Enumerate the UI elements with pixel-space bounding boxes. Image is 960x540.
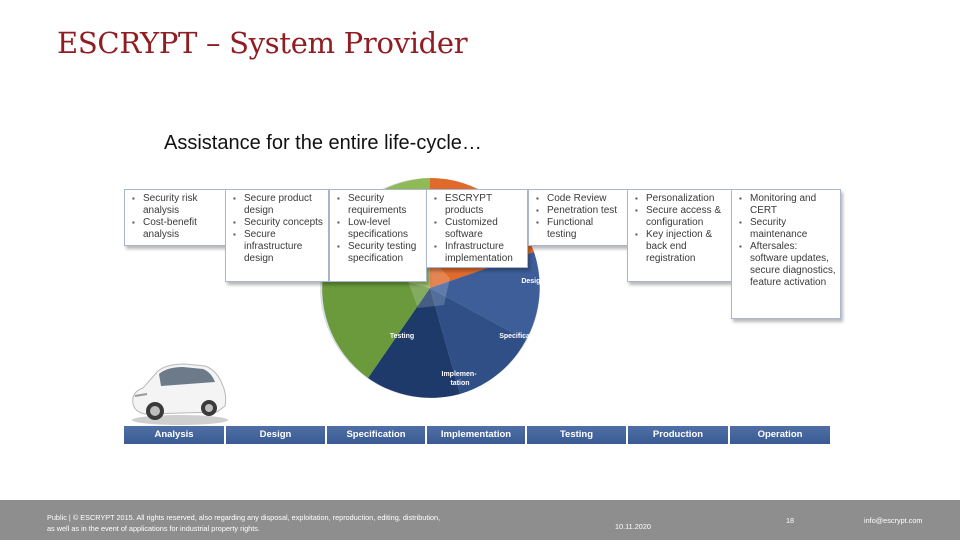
wheel-segment-specification [430, 288, 526, 394]
wheel-label-specification: Specification [499, 333, 543, 340]
wheel-label-testing: Testing [390, 333, 414, 340]
phase-design: Design [226, 426, 325, 444]
box-implementation: ESCRYPT products Customized software Inf… [426, 189, 528, 268]
list-item: Functional testing [534, 217, 623, 241]
list-item: Secure infrastructure design [231, 229, 324, 265]
wheel-segment-implementation [368, 288, 460, 398]
list-item: Security requirements [335, 193, 422, 217]
car-shadow [132, 415, 228, 425]
list-item: Secure access & configuration [633, 205, 727, 229]
wheel-label-implementation: Implemen- tation [442, 371, 479, 387]
phase-implementation: Implementation [427, 426, 525, 444]
list-item: Cost-benefit analysis [130, 217, 221, 241]
list-item: Penetration test [534, 205, 623, 217]
list-item: Aftersales: software updates, secure dia… [737, 241, 836, 289]
list-item: Secure product design [231, 193, 324, 217]
wheel-segment-testing [322, 260, 430, 378]
box-production: Personalization Secure access & configur… [627, 189, 732, 282]
box-implementation-list: ESCRYPT products Customized software Inf… [432, 193, 523, 265]
list-item: Security risk analysis [130, 193, 221, 217]
car-hub-rear [205, 404, 213, 412]
box-design-list: Secure product design Security concepts … [231, 193, 324, 265]
slide-title: ESCRYPT – System Provider [57, 26, 468, 60]
footer-date: 10.11.2020 [615, 522, 651, 531]
list-item: Low-level specifications [335, 217, 422, 241]
list-item: Monitoring and CERT [737, 193, 836, 217]
list-item: Personalization [633, 193, 727, 205]
phase-production: Production [628, 426, 728, 444]
box-operation-list: Monitoring and CERT Security maintenance… [737, 193, 836, 289]
list-item: Customized software [432, 217, 523, 241]
slide-subtitle: Assistance for the entire life-cycle… [164, 132, 482, 154]
footer-page-number: 18 [786, 516, 795, 525]
car-image [132, 363, 228, 425]
wheel-label-design: Design [521, 278, 544, 285]
list-item: Security testing specification [335, 241, 422, 265]
box-operation: Monitoring and CERT Security maintenance… [731, 189, 841, 319]
wheel-label-implementation-line1: Implemen- [442, 371, 478, 378]
box-design: Secure product design Security concepts … [225, 189, 329, 282]
wheel-label-implementation-line2: tation [450, 380, 469, 387]
list-item: Infrastructure implementation [432, 241, 523, 265]
phase-analysis: Analysis [124, 426, 224, 444]
phase-operation: Operation [730, 426, 830, 444]
box-production-list: Personalization Secure access & configur… [633, 193, 727, 265]
car-hub-front [150, 406, 160, 416]
phase-specification: Specification [327, 426, 425, 444]
list-item: ESCRYPT products [432, 193, 523, 217]
footer-legal: Public | © ESCRYPT 2015. All rights rese… [47, 513, 441, 533]
box-specification-list: Security requirements Low-level specific… [335, 193, 422, 265]
footer-email: info@escrypt.com [864, 516, 923, 525]
list-item: Code Review [534, 193, 623, 205]
box-specification: Security requirements Low-level specific… [329, 189, 427, 282]
footer-bar: Public | © ESCRYPT 2015. All rights rese… [0, 500, 960, 540]
phase-testing: Testing [527, 426, 626, 444]
wheel-center [408, 258, 450, 308]
box-testing: Code Review Penetration test Functional … [528, 189, 628, 246]
box-analysis-list: Security risk analysis Cost-benefit anal… [130, 193, 221, 241]
list-item: Security maintenance [737, 217, 836, 241]
car-headlight [134, 393, 148, 397]
wheel-segment-design [430, 252, 540, 340]
list-item: Security concepts [231, 217, 324, 229]
box-analysis: Security risk analysis Cost-benefit anal… [124, 189, 226, 246]
box-testing-list: Code Review Penetration test Functional … [534, 193, 623, 241]
car-windows [159, 367, 215, 386]
list-item: Key injection & back end registration [633, 229, 727, 265]
